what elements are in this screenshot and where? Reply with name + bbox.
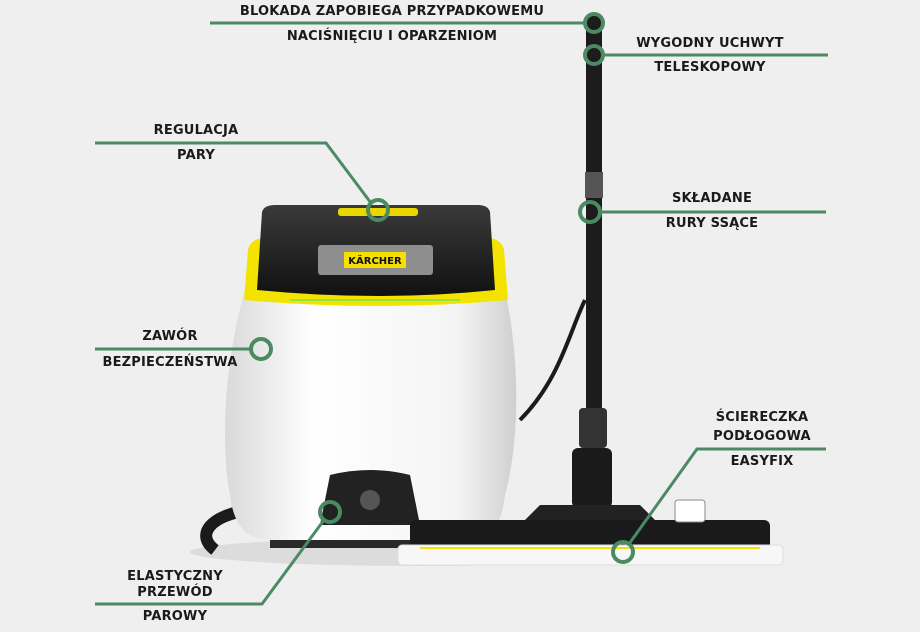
callout-marker-cloth bbox=[611, 540, 635, 564]
power-cord bbox=[518, 299, 587, 422]
callout-handle-line2: TELESKOPOWY bbox=[654, 60, 766, 75]
callout-steam-line1: REGULACJA bbox=[153, 123, 239, 138]
callout-cloth-line2: PODŁOGOWA bbox=[713, 429, 811, 444]
telescopic-pole bbox=[586, 14, 602, 514]
callout-cloth-line3: EASYFIX bbox=[730, 454, 794, 469]
callout-hose-line2: PRZEWÓD bbox=[137, 585, 213, 600]
callout-valve-line1: ZAWÓR bbox=[142, 329, 198, 344]
callout-steam-line2: PARY bbox=[177, 148, 215, 163]
callout-marker-handle bbox=[583, 44, 605, 66]
callout-hose-line3: PAROWY bbox=[142, 609, 208, 624]
unit-body bbox=[225, 290, 517, 540]
callout-lock-line2: NACIŚNIĘCIU I OPARZENIOM bbox=[286, 29, 498, 44]
callout-hose-line1: ELASTYCZNY bbox=[127, 569, 223, 584]
callout-lines bbox=[95, 21, 828, 606]
callout-marker-valve bbox=[249, 337, 273, 361]
callout-marker-tubes bbox=[578, 200, 602, 224]
callout-cloth-line1: ŚCIERECZKA bbox=[715, 410, 809, 425]
callout-tubes-line1: SKŁADANE bbox=[671, 191, 753, 206]
easyfix-cloth bbox=[397, 544, 784, 566]
steam-control-slider bbox=[338, 208, 418, 216]
callout-marker-lock bbox=[583, 12, 605, 34]
callout-marker-hose bbox=[318, 500, 342, 524]
brand-logo: KÄRCHER bbox=[348, 253, 402, 267]
callout-tubes-line2: RURY SSĄCE bbox=[665, 216, 759, 231]
callout-marker-steam-control bbox=[366, 198, 390, 222]
callout-lock-line1: BLOKADA ZAPOBIEGA PRZYPADKOWEMU bbox=[239, 4, 545, 19]
callout-handle-line1: WYGODNY UCHWYT bbox=[636, 36, 784, 51]
callout-valve-line2: BEZPIECZEŃSTWA bbox=[102, 355, 238, 370]
